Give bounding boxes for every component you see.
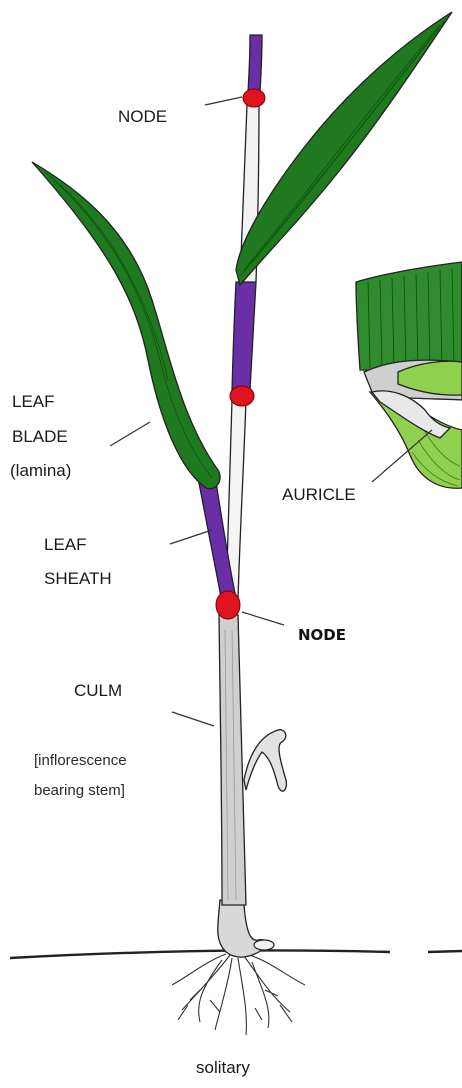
- label-culm-note-line1: [inflorescence: [34, 752, 127, 769]
- roots: [172, 954, 305, 1035]
- node-lower: [216, 591, 240, 619]
- label-leaf-blade-line2: BLADE: [12, 427, 68, 446]
- label-node-top: NODE: [118, 107, 167, 126]
- label-leaf-sheath-line1: LEAF: [44, 535, 87, 554]
- leaf-sheath-upper: [232, 282, 256, 390]
- caption-solitary: solitary: [196, 1058, 250, 1077]
- stem-top-segment: [248, 35, 262, 92]
- ground-line-left: [10, 950, 390, 958]
- leader-culm: [172, 712, 214, 726]
- label-leaf-blade-line1: LEAF: [12, 392, 55, 411]
- leader-node-bottom: [242, 612, 284, 625]
- stem-base-cut: [254, 940, 274, 950]
- label-culm-note-line2: bearing stem]: [34, 782, 125, 799]
- node-middle: [230, 386, 254, 406]
- leader-leaf-sheath: [170, 530, 212, 544]
- label-node-bottom: NODE: [298, 626, 346, 644]
- label-auricle: AURICLE: [282, 485, 356, 504]
- leader-leaf-blade: [110, 422, 150, 446]
- withered-leaf: [244, 730, 286, 791]
- label-culm: CULM: [74, 681, 122, 700]
- label-leaf-sheath-line2: SHEATH: [44, 569, 112, 588]
- auricle-inset: [356, 262, 462, 488]
- label-leaf-blade-line3: (lamina): [10, 461, 71, 480]
- leader-node-top: [205, 97, 242, 105]
- node-top: [243, 89, 265, 107]
- ground-line-right: [428, 951, 462, 952]
